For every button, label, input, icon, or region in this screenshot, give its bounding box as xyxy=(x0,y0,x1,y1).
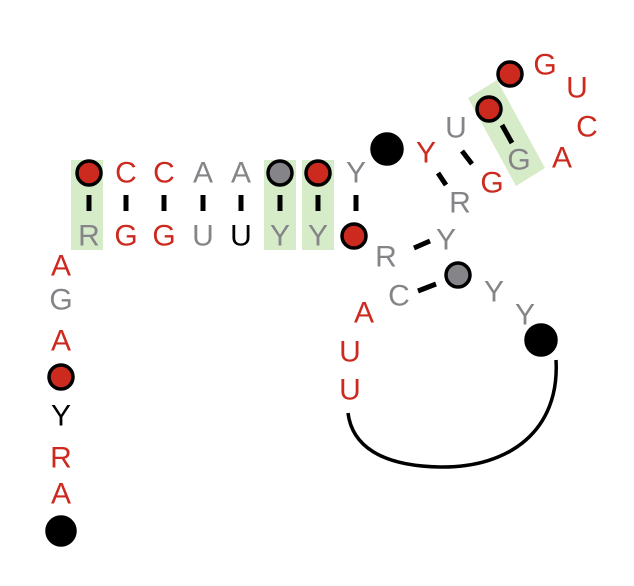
nucleotide-8: G xyxy=(114,220,137,253)
nucleotide-24: C xyxy=(576,111,598,144)
bond-13 xyxy=(417,281,437,294)
nucleotide-16: A xyxy=(193,157,213,190)
position-marker-3 xyxy=(47,363,75,391)
nucleotide-21: G xyxy=(507,144,530,177)
nucleotide-29: R xyxy=(375,241,397,274)
position-marker-10 xyxy=(444,261,472,289)
bond-12 xyxy=(412,238,432,251)
nucleotide-17: A xyxy=(231,157,251,190)
position-marker-1 xyxy=(75,159,103,187)
nucleotide-23: U xyxy=(566,72,588,105)
nucleotide-12: Y xyxy=(270,220,290,253)
position-marker-6 xyxy=(340,222,368,250)
bond-9 xyxy=(435,171,449,187)
bond-10 xyxy=(460,149,474,166)
nucleotide-2: G xyxy=(49,284,72,317)
nucleotide-33: A xyxy=(354,297,374,330)
nucleotide-3: A xyxy=(51,325,71,358)
nucleotide-31: Y xyxy=(484,276,504,309)
nucleotide-18: Y xyxy=(346,157,366,190)
position-marker-9 xyxy=(475,95,503,123)
position-marker-2 xyxy=(45,515,77,547)
nucleotide-28: Y xyxy=(436,224,456,257)
nucleotide-25: A xyxy=(552,142,572,175)
nucleotide-26: G xyxy=(533,49,556,82)
nucleotide-1: A xyxy=(51,250,71,283)
nucleotide-22: G xyxy=(480,167,503,200)
position-marker-5 xyxy=(304,159,332,187)
nucleotide-5: R xyxy=(50,442,72,475)
nucleotide-35: U xyxy=(339,374,361,407)
position-marker-4 xyxy=(266,159,294,187)
nucleotide-9: G xyxy=(152,220,175,253)
nucleotide-30: C xyxy=(388,280,410,313)
position-markers xyxy=(45,60,558,547)
nucleotide-20: U xyxy=(445,112,467,145)
nucleotide-32: Y xyxy=(515,299,535,332)
nucleotide-14: C xyxy=(115,157,137,190)
nucleotide-7: R xyxy=(78,220,100,253)
position-marker-11 xyxy=(524,323,558,357)
nucleotide-27: R xyxy=(449,187,471,220)
nucleotide-10: U xyxy=(192,220,214,253)
nucleotide-34: U xyxy=(339,336,361,369)
nucleotide-4: Y xyxy=(51,400,71,433)
base-pair-bonds xyxy=(86,123,515,294)
loop-connector xyxy=(346,359,558,469)
nucleotide-13: Y xyxy=(308,220,328,253)
nucleotide-11: U xyxy=(230,220,252,253)
bond-11 xyxy=(499,123,515,145)
position-marker-7 xyxy=(370,132,404,166)
nucleotide-6: A xyxy=(51,478,71,511)
position-marker-8 xyxy=(496,60,524,88)
nucleotide-19: Y xyxy=(416,137,436,170)
nucleotide-15: C xyxy=(153,157,175,190)
